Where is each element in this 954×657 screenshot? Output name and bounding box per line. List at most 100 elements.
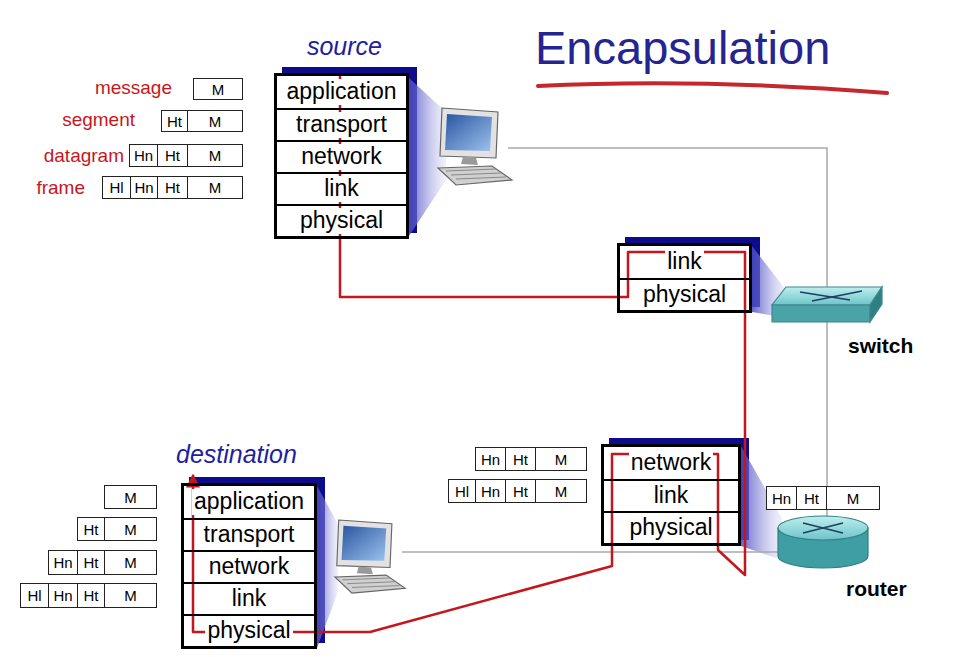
header-cell: Ht (157, 144, 188, 167)
heading-wrap: router (846, 577, 907, 601)
header-cell: Ht (77, 550, 105, 575)
layer-name: physical (205, 618, 292, 643)
data-path (193, 475, 612, 632)
header-cell: Hn (48, 550, 78, 575)
unit-name: message (95, 77, 172, 99)
header-cell: Hl (448, 479, 476, 503)
header-text: M (209, 147, 222, 164)
stack-heading: router (846, 577, 907, 600)
header-text: Ht (84, 521, 99, 538)
heading-wrap: source (277, 32, 412, 61)
screen (445, 114, 492, 151)
heading-wrap: switch (848, 334, 913, 358)
projection-fan (409, 78, 446, 236)
header-text: Hn (53, 587, 72, 604)
header-cell: M (104, 583, 157, 608)
header-cell: Ht (161, 110, 188, 132)
header-text: Ht (804, 490, 819, 507)
header-text: M (209, 179, 222, 196)
header-text: Hl (455, 483, 469, 500)
header-text: Ht (165, 179, 180, 196)
layer-name: transport (202, 522, 297, 547)
stand (461, 157, 478, 165)
header-text: Hl (109, 179, 123, 196)
layer-name: physical (298, 208, 385, 233)
header-text: Ht (84, 554, 99, 571)
layer-box: link (184, 582, 314, 614)
monitor (440, 108, 498, 158)
header-cell: M (187, 144, 243, 167)
stack-heading: switch (848, 334, 913, 357)
header-text: M (124, 489, 137, 506)
title-underline (538, 83, 887, 93)
stack-heading: source (307, 32, 382, 60)
header-text: Ht (167, 113, 182, 130)
layer-box: transport (277, 108, 406, 140)
layer-name: link (230, 586, 269, 611)
header-cell: M (193, 78, 243, 100)
layer-box: transport (184, 518, 314, 550)
keyboard (335, 575, 405, 593)
stand (357, 567, 373, 575)
header-cell: M (104, 517, 157, 541)
unit-name-wrap: datagram (10, 144, 124, 168)
header-text: M (124, 521, 137, 538)
router-top (778, 516, 868, 540)
switch-front (772, 305, 870, 322)
layer-box: physical (184, 614, 314, 646)
unit-name-wrap: message (40, 76, 172, 100)
header-cell: Hn (129, 144, 158, 167)
title-block: Encapsulation (535, 20, 830, 75)
router-icon (778, 516, 868, 568)
header-cell: M (826, 486, 880, 510)
network-link (508, 148, 827, 517)
header-text: Ht (165, 147, 180, 164)
header-cell: Hn (48, 583, 78, 608)
header-cell: M (104, 550, 157, 575)
switch-icon (772, 287, 882, 322)
header-cell: M (187, 176, 243, 199)
header-cell: M (187, 110, 243, 132)
header-cell: Ht (505, 447, 536, 471)
computer-icon (335, 520, 405, 593)
header-text: Hl (27, 587, 41, 604)
layer-name: link (652, 483, 691, 508)
header-text: M (212, 81, 225, 98)
header-text: M (124, 554, 137, 571)
layer-box: network (277, 140, 406, 172)
layer-box: application (184, 486, 314, 518)
stack-shadows (189, 67, 760, 643)
header-text: M (847, 490, 860, 507)
layer-name: transport (294, 112, 389, 137)
screen (342, 526, 387, 561)
header-text: Ht (84, 587, 99, 604)
protocol-stack: sourceapplicationtransportnetworklinkphy… (274, 73, 409, 239)
header-text: Hn (53, 554, 72, 571)
layer-name: link (665, 249, 704, 274)
router-arrows (803, 523, 843, 533)
layer-box: physical (604, 511, 738, 543)
header-cell: Hn (475, 447, 506, 471)
switch-arrows (800, 291, 862, 301)
keys (446, 169, 506, 179)
layer-name: physical (627, 515, 714, 540)
header-text: Ht (513, 483, 528, 500)
layer-box: link (620, 246, 749, 278)
layer-name: physical (641, 282, 728, 307)
switch-side (870, 287, 882, 322)
layer-box: link (277, 172, 406, 204)
header-text: M (209, 113, 222, 130)
unit-name: segment (62, 109, 135, 131)
header-cell: Hn (766, 486, 797, 510)
header-text: Ht (513, 451, 528, 468)
header-cell: Ht (796, 486, 827, 510)
header-cell: M (535, 479, 587, 503)
unit-name-wrap: frame (10, 176, 85, 200)
header-cell: Hn (475, 479, 506, 503)
header-text: Hn (481, 451, 500, 468)
layer-box: network (604, 447, 738, 479)
header-cell: M (535, 447, 587, 471)
layer-box: network (184, 550, 314, 582)
keys (343, 578, 400, 588)
